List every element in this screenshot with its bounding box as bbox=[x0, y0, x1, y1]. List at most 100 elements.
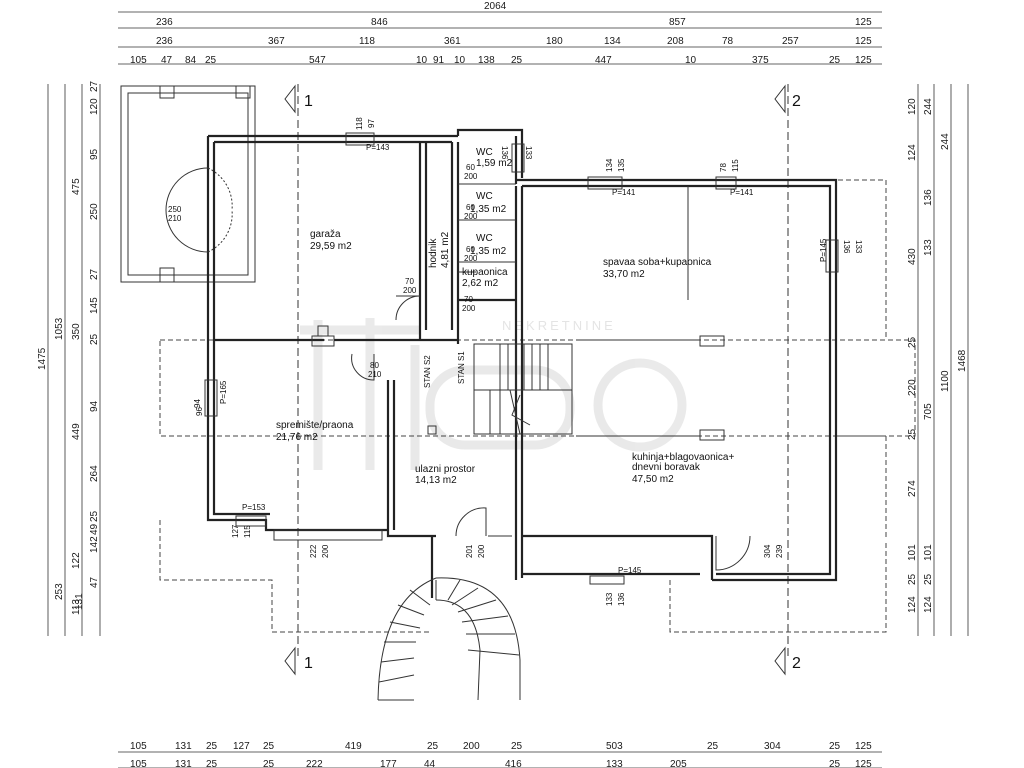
dim-bottom-1: 25 bbox=[829, 741, 841, 752]
sill-height: P=153 bbox=[242, 503, 266, 512]
dim-right-mid: 244 bbox=[940, 133, 951, 150]
dim-left-fine: 250 bbox=[89, 203, 100, 220]
dim-right-inner: 25 bbox=[907, 428, 918, 440]
dim-left-total: 1475 bbox=[37, 347, 48, 370]
dim-left-mid: 1053 bbox=[54, 317, 65, 340]
window-dim: 135 bbox=[617, 158, 626, 172]
spiral-stair bbox=[377, 577, 521, 701]
dim-right-inner: 133 bbox=[923, 239, 934, 256]
dim-bottom-1: 25 bbox=[263, 741, 275, 752]
dim-left-inner: 475 bbox=[71, 178, 82, 195]
entry-canopy bbox=[120, 85, 256, 283]
window-dim: 133 bbox=[605, 592, 614, 606]
dim-top-4: 10 bbox=[416, 55, 428, 66]
dim-top-3: 180 bbox=[546, 36, 563, 47]
dim-top-2: 236 bbox=[156, 17, 173, 28]
dim-bottom-1: 127 bbox=[233, 741, 250, 752]
room-name-garage: garaža bbox=[310, 229, 341, 240]
window-dim: 133 bbox=[854, 240, 863, 254]
dim-bottom-1: 419 bbox=[345, 741, 362, 752]
dim-left-inner: 113 bbox=[71, 599, 82, 615]
dim-bottom-2: 105 bbox=[130, 759, 147, 768]
dim-left-inner: 350 bbox=[71, 323, 82, 340]
door-dim: 200 bbox=[477, 544, 486, 558]
room-name-wc3: WC bbox=[476, 233, 493, 244]
dim-bottom-2: 205 bbox=[670, 759, 687, 768]
dim-top-4: 91 bbox=[433, 55, 445, 66]
room-name-living-2: dnevni boravak bbox=[632, 462, 701, 473]
door-dim: 200 bbox=[403, 286, 417, 295]
door-dim: 200 bbox=[464, 254, 478, 263]
dim-bottom-2: 44 bbox=[424, 759, 436, 768]
svg-text:2: 2 bbox=[792, 93, 801, 110]
door-dim: 250 bbox=[168, 205, 182, 214]
dim-bottom-1: 25 bbox=[206, 741, 218, 752]
door-dim: 70 bbox=[464, 295, 473, 304]
dim-right-inner: 124 bbox=[907, 596, 918, 613]
dim-left-inner: 122 bbox=[71, 552, 82, 569]
dim-left-fine: 94 bbox=[89, 400, 100, 412]
dim-left-fine: 264 bbox=[89, 465, 100, 482]
right-dimensions bbox=[917, 84, 969, 636]
room-area-garage: 29,59 m2 bbox=[310, 241, 352, 252]
stair-label-s1: STAN S1 bbox=[457, 351, 466, 384]
window-dim: 222 bbox=[309, 544, 318, 558]
door-dim: 60 bbox=[466, 245, 475, 254]
dim-right-inner: 25 bbox=[907, 573, 918, 585]
dim-bottom-1: 503 bbox=[606, 741, 623, 752]
svg-text:2: 2 bbox=[792, 655, 801, 672]
dim-top-4: 25 bbox=[829, 55, 841, 66]
bottom-dimensions bbox=[118, 751, 882, 768]
window-dim: 200 bbox=[321, 544, 330, 558]
dim-left-inner: 449 bbox=[71, 423, 82, 440]
dim-top-3: 118 bbox=[359, 36, 375, 47]
room-area-kupaonica: 2,62 m2 bbox=[462, 278, 499, 289]
door-dim: 200 bbox=[462, 304, 476, 313]
window-dim: 78 bbox=[719, 163, 728, 172]
sill-height: P=145 bbox=[618, 566, 642, 575]
room-area-living: 47,50 m2 bbox=[632, 474, 674, 485]
dim-left-fine: 25 bbox=[89, 333, 100, 345]
dim-top-4: 125 bbox=[855, 55, 872, 66]
dim-top-2: 846 bbox=[371, 17, 388, 28]
door-dim: 60 bbox=[466, 203, 475, 212]
dim-right-mid: 101 bbox=[923, 544, 934, 561]
room-name-bedroom: spavaa soba+kupaonica bbox=[603, 257, 712, 268]
dim-bottom-2: 25 bbox=[263, 759, 275, 768]
window-dim: 127 bbox=[231, 524, 240, 538]
dim-right-mid: 705 bbox=[923, 403, 934, 420]
left-dimensions bbox=[47, 84, 101, 636]
window-dim: 115 bbox=[731, 159, 740, 172]
dim-top-4: 47 bbox=[161, 55, 173, 66]
dim-bottom-2: 25 bbox=[829, 759, 841, 768]
dim-right-mid: 124 bbox=[923, 596, 934, 613]
opening-annotations: P=143 118 97 P=141 134 135 P=141 78 115 … bbox=[168, 117, 863, 606]
dim-top-3: 208 bbox=[667, 36, 684, 47]
sill-height: P=143 bbox=[366, 143, 390, 152]
section-marker-1-top: 1 bbox=[284, 84, 313, 660]
dim-bottom-1: 304 bbox=[764, 741, 781, 752]
sill-height: P=145 bbox=[819, 238, 828, 262]
dim-left-fine: 120 bbox=[89, 98, 100, 115]
window-dim: 304 bbox=[763, 544, 772, 558]
dim-bottom-1: 105 bbox=[130, 741, 147, 752]
door-dim: 210 bbox=[368, 370, 382, 379]
window-dim: 115 bbox=[243, 525, 252, 538]
dim-top-4: 138 bbox=[478, 55, 495, 66]
window-dim: 239 bbox=[775, 544, 784, 558]
dim-left-fine: 27 bbox=[89, 268, 100, 280]
dim-left-fine: 27 bbox=[89, 80, 100, 92]
dim-right-outer: 1100 bbox=[940, 370, 951, 392]
window-dim: 136 bbox=[842, 240, 851, 254]
dim-bottom-1: 131 bbox=[175, 741, 192, 752]
stair-label-s2: STAN S2 bbox=[423, 355, 432, 388]
dim-bottom-2: 131 bbox=[175, 759, 192, 768]
sill-height: P=141 bbox=[612, 188, 636, 197]
dim-top-4: 25 bbox=[205, 55, 217, 66]
dim-left-fine: 47 bbox=[89, 576, 100, 588]
dim-bottom-2: 222 bbox=[306, 759, 323, 768]
dim-top-3: 125 bbox=[855, 36, 872, 47]
window-dim: 118 bbox=[355, 117, 364, 130]
dim-right-inner: 124 bbox=[907, 144, 918, 161]
